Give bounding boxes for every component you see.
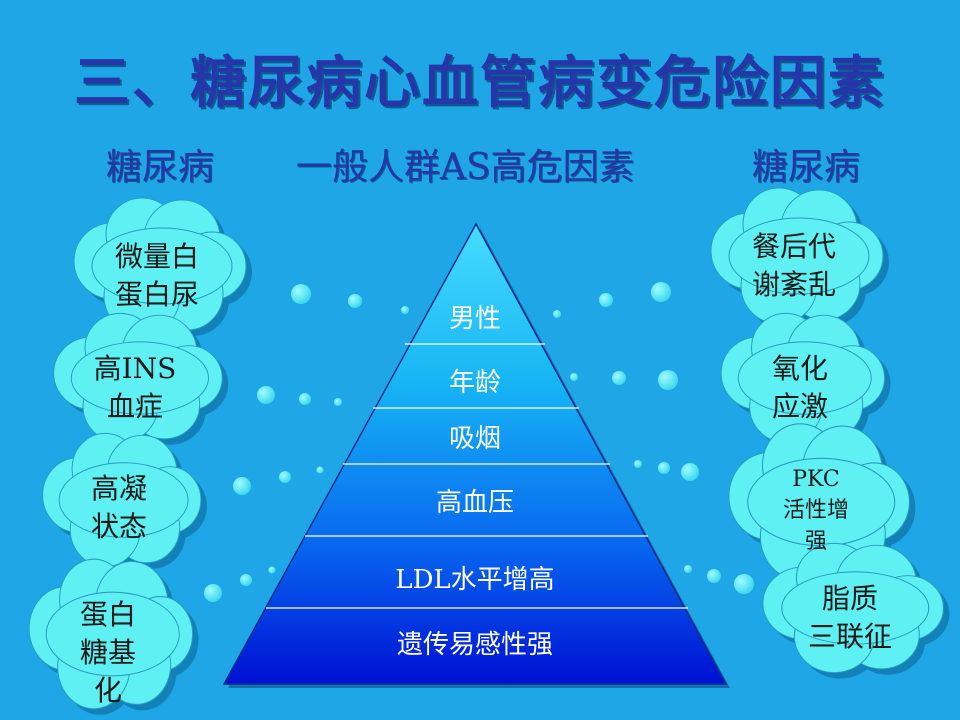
- pyramid-tier-smoking: 吸烟: [448, 424, 501, 454]
- cloud-text-line: 化: [93, 674, 122, 707]
- cloud-left-4-text: 蛋白 糖基 化: [43, 596, 173, 710]
- cloud-right-4-text: 脂质 三联征: [785, 580, 915, 656]
- cloud-text-line: 状态: [90, 510, 147, 543]
- cloud-right-1-text: 餐后代 谢紊乱: [729, 228, 859, 304]
- cloud-left-2-text: 高INS 血症: [70, 350, 200, 426]
- cloud-left-1-text: 微量白 蛋白尿: [92, 238, 222, 314]
- thought-bubbles-right: [553, 282, 754, 594]
- cloud-text-line: 蛋白尿: [114, 278, 199, 311]
- pyramid: [222, 222, 728, 685]
- cloud-text-line: 血症: [106, 390, 163, 423]
- cloud-text-line: 糖基: [79, 636, 136, 669]
- cloud-text-line: 强: [804, 529, 827, 554]
- cloud-text-line: 应激: [771, 390, 828, 423]
- cloud-text-line: 氧化: [771, 352, 828, 385]
- subtitle-left: 糖尿病: [106, 147, 215, 188]
- cloud-text-line: 高INS: [93, 352, 177, 385]
- cloud-text-line: 蛋白: [79, 598, 136, 631]
- subtitle-middle: 一般人群AS高危因素: [296, 147, 635, 188]
- page-title: 三、糖尿病心血管病变危险因素: [74, 50, 886, 116]
- pyramid-tier-male: 男性: [448, 304, 501, 334]
- pyramid-tier-ldl: LDL水平增高: [395, 565, 555, 595]
- cloud-text-line: 三联征: [807, 620, 892, 653]
- pyramid-tier-genetics: 遗传易感性强: [396, 630, 553, 660]
- pyramid-tier-hypertension: 高血压: [435, 488, 514, 518]
- cloud-text-line: PKC: [792, 467, 840, 492]
- cloud-text-line: 脂质: [821, 582, 878, 615]
- pyramid-tier-age: 年龄: [448, 368, 501, 398]
- cloud-text-line: 活性增: [782, 498, 849, 523]
- cloud-text-line: 高凝: [90, 472, 147, 505]
- cloud-right-2-text: 氧化 应激: [735, 350, 865, 426]
- thought-bubbles-left: [204, 284, 409, 602]
- cloud-text-line: 谢紊乱: [751, 268, 836, 301]
- subtitle-right: 糖尿病: [752, 147, 861, 188]
- cloud-text-line: 餐后代: [751, 230, 836, 263]
- cloud-text-line: 微量白: [114, 240, 199, 273]
- cloud-right-3-text: PKC 活性增 强: [751, 464, 881, 557]
- cloud-left-3-text: 高凝 状态: [54, 470, 184, 546]
